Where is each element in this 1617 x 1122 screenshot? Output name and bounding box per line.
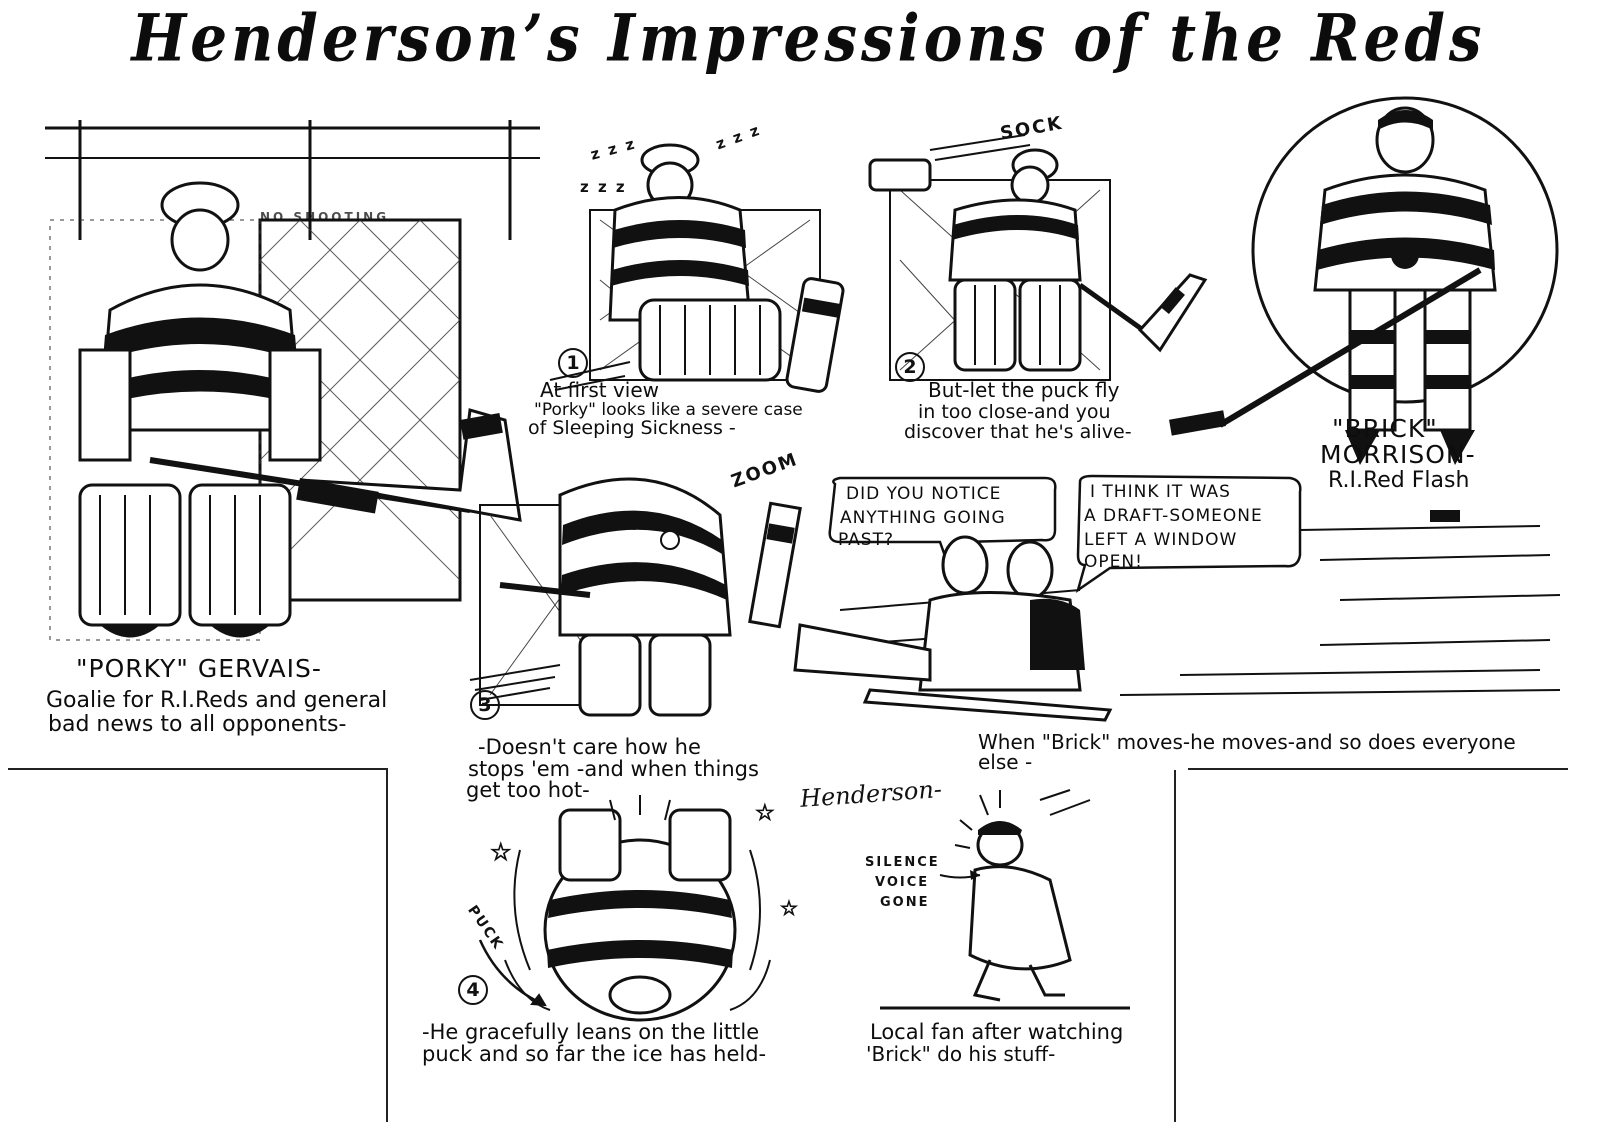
panel2-caption-line-2: in too close-and you: [918, 401, 1111, 423]
goalie-illustration: [0, 100, 560, 660]
panel-brick-portrait: "BRICK" MORRISON- R.I.Red Flash: [1150, 90, 1570, 510]
star-icon-1: ☆: [490, 838, 512, 866]
bubble1-line-2: ANYTHING GOING: [840, 508, 1006, 528]
local-fan-illustration: [860, 780, 1160, 1020]
star-icon-2: ☆: [755, 801, 775, 826]
right-leg-pad: [190, 485, 290, 625]
panel-4-upended: ☆ ☆ ☆ PUCK 4 -He gracefully leans on the…: [410, 790, 830, 1090]
bubble2-line-1: I THINK IT WAS: [1090, 482, 1231, 502]
panel-number-1: 1: [558, 348, 588, 378]
net-sign: NO SHOOTING: [260, 210, 390, 224]
sleeping-goalie-illustration: [540, 100, 900, 400]
panel1-caption-line-3: of Sleeping Sickness -: [528, 417, 736, 439]
star-icon-3: ☆: [780, 896, 798, 920]
fan-label-line-2: VOICE: [875, 875, 930, 890]
left-leg-pad: [80, 485, 180, 625]
page-title: Henderson’s Impressions of the Reds: [131, 0, 1486, 77]
diving-goalie-illustration: [460, 455, 820, 735]
panel2-caption-line-1: But-let the puck fly: [928, 378, 1120, 402]
panel-dialogue: DID YOU NOTICE ANYTHING GOING PAST? I TH…: [780, 470, 1570, 774]
panel1-caption-line-2: "Porky" looks like a severe case: [534, 400, 803, 420]
fan-caption-line-2: 'Brick" do his stuff-: [866, 1042, 1056, 1066]
saving-goalie-illustration: [860, 100, 1200, 400]
panel-3-zoom: ZOOM 3 -Doesn't care how he stops 'em -a…: [460, 449, 820, 805]
panel-local-fan: SILENCE VOICE GONE Local fan after watch…: [860, 780, 1170, 1090]
bottom-box-left-border: [386, 770, 388, 1122]
panel3-caption-line-1: -Doesn't care how he: [478, 735, 701, 759]
bubble1-line-1: DID YOU NOTICE: [846, 484, 1002, 504]
panel1-caption-line-1: At first view: [540, 378, 660, 402]
panel4-caption-line-2: puck and so far the ice has held-: [422, 1042, 767, 1066]
brick-stick: [1220, 270, 1480, 425]
upended-goalie-illustration: ☆ ☆ ☆: [410, 790, 798, 1030]
panel-number-4: 4: [458, 975, 488, 1005]
brick-name-line-3: R.I.Red Flash: [1328, 468, 1470, 493]
panel3-caption-line-3: get too hot-: [466, 778, 590, 802]
divider-left: [8, 768, 388, 770]
bubble2-line-4: OPEN!: [1084, 552, 1143, 572]
panel3-caption-line-2: stops 'em -and when things: [468, 757, 759, 781]
fan-label-line-1: SILENCE: [865, 855, 940, 870]
fan-caption-line-1: Local fan after watching: [870, 1020, 1124, 1044]
porky-caption-line-1: Goalie for R.I.Reds and general: [46, 688, 388, 713]
goalie-back: [560, 479, 730, 635]
panel2-caption-line-3: discover that he's alive-: [904, 421, 1132, 443]
panel4-caption-line-1: -He gracefully leans on the little: [422, 1020, 760, 1044]
dialogue-caption-line-2: else -: [978, 750, 1033, 774]
goalie-body-ball: [545, 840, 735, 1020]
panel-2-sock: SOCK 2 But-let the puck fly in too close…: [860, 100, 1200, 460]
panel-1-sleeping: z z z z z z z z z 1 At first view "Porky…: [528, 100, 900, 450]
porky-name: "PORKY" GERVAIS-: [76, 654, 322, 683]
panel-porky-gervais: NO SHOOTING "PORKY" GERVAIS- Goalie for …: [0, 100, 560, 770]
bubble2-line-3: LEFT A WINDOW: [1084, 530, 1238, 550]
panel-number-3: 3: [470, 690, 500, 720]
speech-bubble-1: [830, 478, 1056, 570]
snore-sfx-3: z z z: [580, 178, 627, 196]
bottom-box-right-border: [1174, 770, 1176, 1122]
sitting-fans-illustration: [780, 470, 1570, 730]
brick-name-line-1: "BRICK": [1332, 414, 1438, 443]
fan-label-line-3: GONE: [880, 895, 930, 910]
dialogue-caption-line-1: When "Brick" moves-he moves-and so does …: [978, 730, 1516, 754]
divider-right: [1188, 768, 1568, 770]
panel-number-2: 2: [895, 352, 925, 382]
portrait-frame: [1253, 98, 1557, 402]
brick-name-line-2: MORRISON-: [1320, 440, 1476, 469]
speech-bubble-2: [1078, 476, 1300, 590]
porky-caption-line-2: bad news to all opponents-: [48, 712, 347, 737]
brick-portrait-illustration: [1169, 90, 1570, 465]
bubble1-line-3: PAST?: [838, 530, 894, 550]
bubble2-line-2: A DRAFT-SOMEONE: [1084, 506, 1263, 526]
